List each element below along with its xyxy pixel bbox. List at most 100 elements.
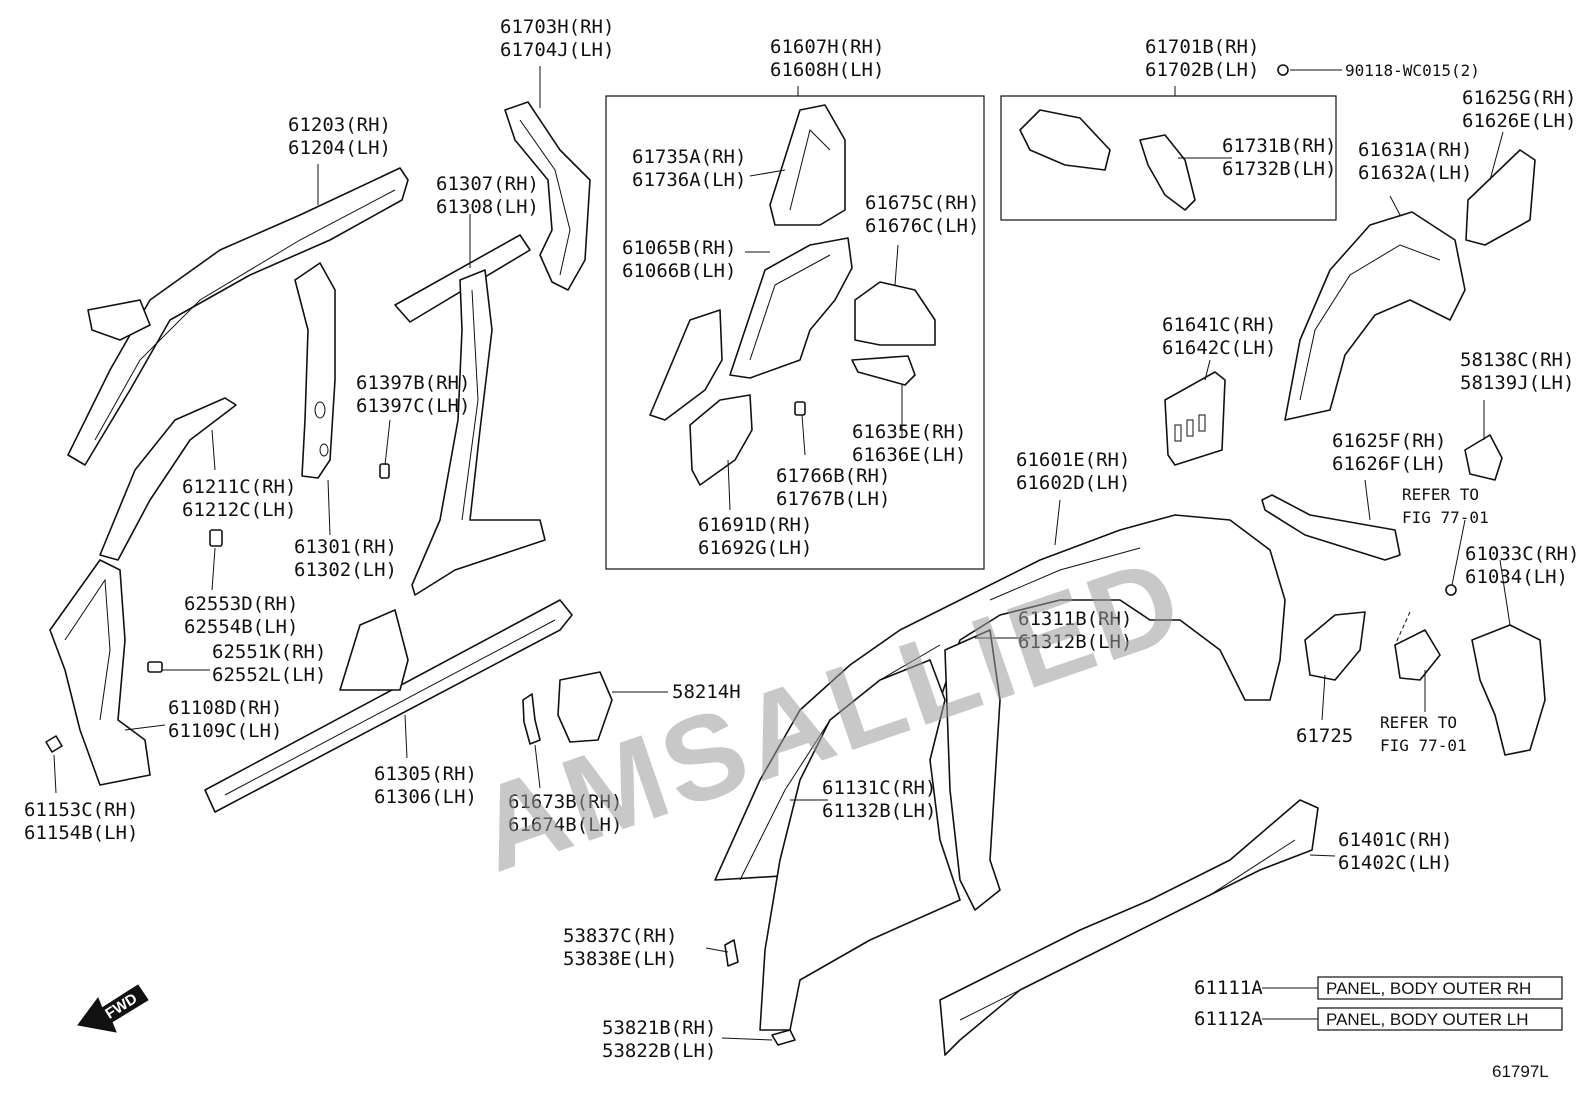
label-61675-lh: 61676C(LH) xyxy=(865,215,979,237)
label-58138-rh: 58138C(RH) xyxy=(1460,349,1574,371)
label-61735-rh: 61735A(RH) xyxy=(632,146,746,168)
part-61703-pillar[interactable] xyxy=(504,101,591,291)
part-61153-clip[interactable] xyxy=(45,735,63,753)
label-61607-rh: 61607H(RH) xyxy=(770,36,884,58)
part-61065-wheelhouse-inner[interactable] xyxy=(729,237,853,379)
label-61065-rh: 61065B(RH) xyxy=(622,237,736,259)
part-61625f-brace[interactable] xyxy=(1261,494,1401,561)
part-61725-fuel-lid-housing[interactable] xyxy=(1304,611,1366,681)
part-58214-bracket[interactable] xyxy=(557,671,613,743)
leader-lines xyxy=(53,66,1511,1041)
part-61131-front-opening[interactable] xyxy=(759,659,961,1031)
label-61701-lh: 61702B(LH) xyxy=(1145,59,1259,81)
part-62551-clip[interactable] xyxy=(147,661,163,673)
label-61311-rh: 61311B(RH) xyxy=(1018,608,1132,630)
group-frame-61607 xyxy=(605,95,985,570)
label-61301-rh: 61301(RH) xyxy=(294,536,397,558)
label-61153-lh: 61154B(LH) xyxy=(24,822,138,844)
label-61641-rh: 61641C(RH) xyxy=(1162,314,1276,336)
label-61311-lh: 61312B(LH) xyxy=(1018,631,1132,653)
label-61203-lh: 61204(LH) xyxy=(288,137,391,159)
label-61108-rh: 61108D(RH) xyxy=(168,697,282,719)
box-outer-rh xyxy=(1317,976,1563,1000)
part-61641-panel[interactable] xyxy=(1164,371,1226,466)
label-61131-lh: 61132B(LH) xyxy=(822,800,936,822)
part-61301-center-pillar[interactable] xyxy=(294,262,336,479)
label-61625f-rh: 61625F(RH) xyxy=(1332,430,1446,452)
label-61766-rh: 61766B(RH) xyxy=(776,465,890,487)
label-61112: 61112A xyxy=(1194,1008,1263,1030)
label-61703-lh: 61704J(LH) xyxy=(500,39,614,61)
label-61631-rh: 61631A(RH) xyxy=(1358,139,1472,161)
part-53837-bracket[interactable] xyxy=(724,939,739,967)
box-label-outer-lh: PANEL, BODY OUTER LH xyxy=(1326,1010,1528,1029)
group-frame-61701 xyxy=(1000,95,1337,221)
part-61735-extension[interactable] xyxy=(649,309,723,421)
part-61691-extension[interactable] xyxy=(689,394,753,486)
part-61631-wheelhouse[interactable] xyxy=(1284,211,1466,421)
label-61397-rh: 61397B(RH) xyxy=(356,372,470,394)
label-61153-rh: 61153C(RH) xyxy=(24,799,138,821)
label-61211-rh: 61211C(RH) xyxy=(182,476,296,498)
label-61725: 61725 xyxy=(1296,725,1353,747)
label-53821-lh: 53822B(LH) xyxy=(602,1040,716,1062)
part-screw[interactable] xyxy=(1445,584,1457,596)
label-refer1-b: FIG 77-01 xyxy=(1402,508,1489,527)
part-fuel-lid[interactable] xyxy=(1394,629,1441,681)
part-62553-clip[interactable] xyxy=(209,529,223,547)
part-61675-wheelhouse-outer[interactable] xyxy=(854,281,936,346)
part-61673-brace[interactable] xyxy=(522,693,541,745)
label-61625f-lh: 61626F(LH) xyxy=(1332,453,1446,475)
part-61311-center-pillar-outer[interactable] xyxy=(944,629,1001,911)
label-61703-rh: 61703H(RH) xyxy=(500,16,614,38)
part-61203-roof-rail[interactable] xyxy=(67,167,409,466)
part-90118-bolt[interactable] xyxy=(1277,64,1289,76)
part-61307-pillar-reinf[interactable] xyxy=(394,234,546,596)
label-61111: 61111A xyxy=(1194,977,1263,999)
part-61401-rocker-outer[interactable] xyxy=(939,799,1319,1056)
part-61607-inner-panel[interactable] xyxy=(769,104,846,226)
label-61673-lh: 61674B(LH) xyxy=(508,814,622,836)
part-53821-bracket[interactable] xyxy=(771,1029,796,1046)
callout-labels: 61703H(RH) 61704J(LH) 61607H(RH) 61608H(… xyxy=(24,16,1579,1081)
label-61307-rh: 61307(RH) xyxy=(436,173,539,195)
label-53837-rh: 53837C(RH) xyxy=(563,925,677,947)
label-refer1-a: REFER TO xyxy=(1402,485,1479,504)
label-61108-lh: 61109C(LH) xyxy=(168,720,282,742)
fwd-arrow-icon: FWD xyxy=(77,984,149,1033)
part-61701-upper-back[interactable] xyxy=(1019,109,1111,171)
label-61401-lh: 61402C(LH) xyxy=(1338,852,1452,874)
label-61635-rh: 61635E(RH) xyxy=(852,421,966,443)
part-61766-clip[interactable] xyxy=(794,401,806,416)
label-61735-lh: 61736A(LH) xyxy=(632,169,746,191)
box-label-outer-rh: PANEL, BODY OUTER RH xyxy=(1326,979,1531,998)
part-61397-clip[interactable] xyxy=(379,463,390,479)
part-58138-bracket[interactable] xyxy=(1464,434,1503,481)
label-refer2-b: FIG 77-01 xyxy=(1380,736,1467,755)
part-61033-rear-panel[interactable] xyxy=(1471,624,1546,756)
label-61305-lh: 61306(LH) xyxy=(374,786,477,808)
label-62553-lh: 62554B(LH) xyxy=(184,616,298,638)
label-61033-rh: 61033C(RH) xyxy=(1465,543,1579,565)
label-61691-lh: 61692G(LH) xyxy=(698,537,812,559)
label-61731-lh: 61732B(LH) xyxy=(1222,158,1336,180)
part-61731-bracket[interactable] xyxy=(1139,134,1196,211)
part-61211-roof-side-inner[interactable] xyxy=(99,397,237,561)
part-61305-rocker-reinf[interactable] xyxy=(204,599,573,813)
label-61625g-lh: 61626E(LH) xyxy=(1462,110,1576,132)
part-61108-front-pillar[interactable] xyxy=(49,559,151,786)
label-58138-lh: 58139J(LH) xyxy=(1460,372,1574,394)
label-61401-rh: 61401C(RH) xyxy=(1338,829,1452,851)
label-61397-lh: 61397C(LH) xyxy=(356,395,470,417)
label-53837-lh: 53838E(LH) xyxy=(563,948,677,970)
label-61607-lh: 61608H(LH) xyxy=(770,59,884,81)
label-58214: 58214H xyxy=(672,681,741,703)
label-62551-rh: 62551K(RH) xyxy=(212,641,326,663)
label-61131-rh: 61131C(RH) xyxy=(822,777,936,799)
part-61625g-reinf[interactable] xyxy=(1465,149,1536,246)
label-61673-rh: 61673B(RH) xyxy=(508,791,622,813)
part-61635-bracket[interactable] xyxy=(851,355,916,386)
label-61731-rh: 61731B(RH) xyxy=(1222,135,1336,157)
label-61065-lh: 61066B(LH) xyxy=(622,260,736,282)
